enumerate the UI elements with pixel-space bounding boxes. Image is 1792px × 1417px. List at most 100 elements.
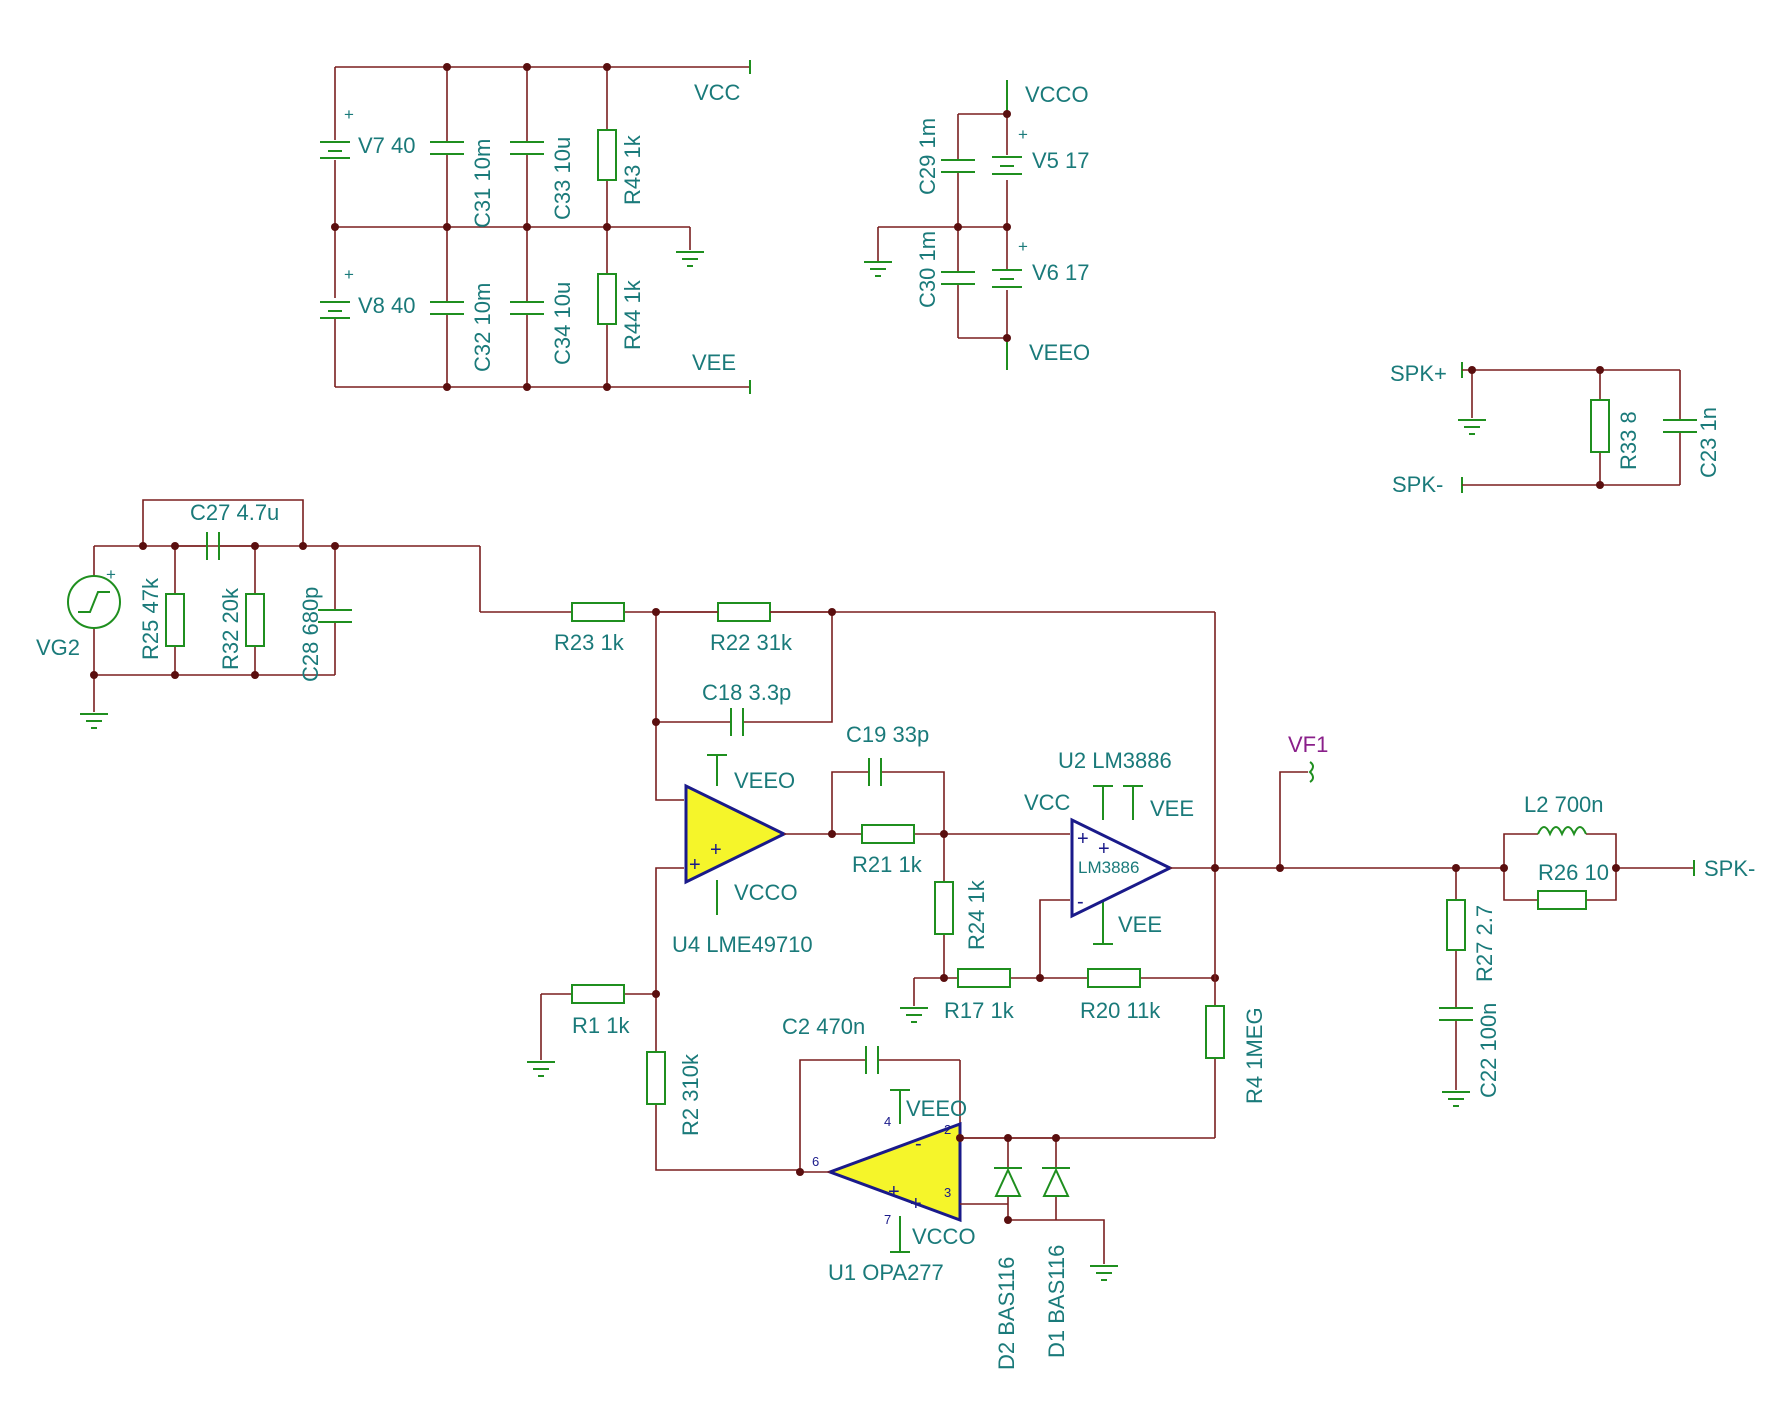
minus-sign: - — [1077, 891, 1084, 913]
capacitor-c22[interactable] — [1439, 1007, 1473, 1021]
battery-v5[interactable] — [992, 156, 1022, 175]
net-label-vcco: VCCO — [1025, 82, 1089, 107]
label-c33: C33 10u — [550, 137, 575, 220]
speaker-load: SPK+ SPK- R33 8 C23 1n — [1390, 361, 1721, 497]
label-r43: R43 1k — [620, 134, 645, 205]
opamp-u2[interactable] — [1070, 817, 1174, 919]
label-r24: R24 1k — [964, 879, 989, 950]
net-label-veeo: VEEO — [1029, 340, 1090, 365]
main-power-supply: + + V7 40 V8 40 VCC VEE C31 10m C33 10u … — [320, 60, 751, 394]
plus-sign: + — [910, 1193, 922, 1215]
label-u2-inner: LM3886 — [1078, 858, 1139, 877]
opamp-power-supply: VCCO VEEO + + V5 17 V6 17 C29 1m C30 1m — [864, 80, 1090, 370]
label-u1: U1 OPA277 — [828, 1260, 944, 1285]
capacitor-c27[interactable] — [206, 532, 220, 560]
minus-sign: - — [915, 1133, 922, 1155]
opamp-u1[interactable] — [825, 1121, 962, 1223]
resistor-r22[interactable] — [717, 602, 771, 622]
label-c32: C32 10m — [470, 283, 495, 372]
label-r20: R20 11k — [1080, 998, 1161, 1023]
label-u4: U4 LME49710 — [672, 932, 813, 957]
output-network: VF1 L2 700n R26 10 SPK- R27 2.7 C22 100n — [1211, 732, 1755, 1107]
inductor-l2[interactable] — [1537, 826, 1587, 837]
resistor-r20[interactable] — [1087, 968, 1141, 988]
resistor-r21[interactable] — [861, 824, 915, 844]
label-r25: R25 47k — [138, 577, 163, 660]
label-r21: R21 1k — [852, 852, 923, 877]
voltage-probe-vf1[interactable] — [1308, 761, 1314, 783]
plus-sign: + — [1077, 828, 1089, 850]
label-r4: R4 1MEG — [1242, 1007, 1267, 1104]
battery-v7[interactable] — [320, 141, 350, 159]
label-vcco-u4: VCCO — [734, 880, 798, 905]
net-label-vee: VEE — [692, 350, 736, 375]
resistor-r23[interactable] — [571, 602, 625, 622]
diode-d1[interactable] — [1042, 1167, 1070, 1197]
pin-number: 4 — [884, 1114, 891, 1129]
capacitor-c2[interactable] — [865, 1046, 879, 1074]
resistor-r25[interactable] — [165, 593, 185, 647]
label-c18: C18 3.3p — [702, 680, 791, 705]
label-r26: R26 10 — [1538, 860, 1609, 885]
label-v8: V8 40 — [358, 293, 416, 318]
label-vcc-u2: VCC — [1024, 790, 1071, 815]
resistor-r17[interactable] — [957, 968, 1011, 988]
label-v7: V7 40 — [358, 133, 416, 158]
label-vee-u2: VEE — [1150, 796, 1194, 821]
battery-v6[interactable] — [992, 269, 1022, 288]
label-c34: C34 10u — [550, 282, 575, 365]
net-label-vcc: VCC — [694, 80, 741, 105]
resistor-r44[interactable] — [597, 273, 617, 325]
label-c30: C30 1m — [915, 231, 940, 308]
plus-sign: + — [1018, 125, 1028, 144]
resistor-r24[interactable] — [934, 881, 954, 935]
label-c22: C22 100n — [1476, 1003, 1501, 1098]
plus-sign: + — [1018, 237, 1028, 256]
resistor-r26[interactable] — [1537, 890, 1587, 910]
resistor-r27[interactable] — [1446, 899, 1466, 951]
net-label-spk-plus: SPK+ — [1390, 361, 1447, 386]
plus-sign: + — [888, 1181, 900, 1203]
capacitor-c19[interactable] — [868, 758, 882, 786]
label-r32: R32 20k — [218, 587, 243, 670]
label-vcco-u1: VCCO — [912, 1224, 976, 1249]
resistor-r33[interactable] — [1590, 399, 1610, 453]
label-veeo-u4: VEEO — [734, 768, 795, 793]
resistor-r2[interactable] — [646, 1051, 666, 1105]
label-veeo-u1: VEEO — [906, 1096, 967, 1121]
capacitor-c28[interactable] — [318, 609, 352, 623]
battery-v8[interactable] — [320, 301, 350, 319]
label-r44: R44 1k — [620, 279, 645, 350]
label-c23: C23 1n — [1696, 407, 1721, 478]
capacitor-c18[interactable] — [730, 708, 744, 736]
label-c29: C29 1m — [915, 118, 940, 195]
opamp-u4[interactable] — [684, 783, 788, 885]
plus-sign: + — [689, 854, 701, 876]
label-r1: R1 1k — [572, 1013, 630, 1038]
label-c27: C27 4.7u — [190, 500, 279, 525]
label-v6: V6 17 — [1032, 260, 1090, 285]
label-v5: V5 17 — [1032, 148, 1090, 173]
diode-d2[interactable] — [994, 1167, 1022, 1197]
resistor-r1[interactable] — [571, 984, 625, 1004]
label-c31: C31 10m — [470, 139, 495, 228]
input-network: C27 4.7u + VG2 R25 47k R32 20k C28 680p — [36, 499, 1215, 729]
label-d2: D2 BAS116 — [994, 1257, 1019, 1370]
label-d1: D1 BAS116 — [1044, 1245, 1069, 1358]
label-r33: R33 8 — [1616, 411, 1641, 470]
plus-sign: + — [710, 839, 722, 861]
net-label-spk-minus-out: SPK- — [1704, 856, 1755, 881]
net-label-spk-minus: SPK- — [1392, 472, 1443, 497]
label-c19: C19 33p — [846, 722, 929, 747]
resistor-r4[interactable] — [1205, 1005, 1225, 1059]
resistor-r43[interactable] — [597, 129, 617, 181]
label-c28: C28 680p — [298, 587, 323, 682]
label-c2: C2 470n — [782, 1014, 865, 1039]
capacitor-c23[interactable] — [1663, 419, 1697, 433]
resistor-r32[interactable] — [245, 593, 265, 647]
label-l2: L2 700n — [1524, 792, 1604, 817]
label-r2: R2 310k — [678, 1053, 703, 1136]
pin-number: 7 — [884, 1212, 891, 1227]
label-r23: R23 1k — [554, 630, 625, 655]
